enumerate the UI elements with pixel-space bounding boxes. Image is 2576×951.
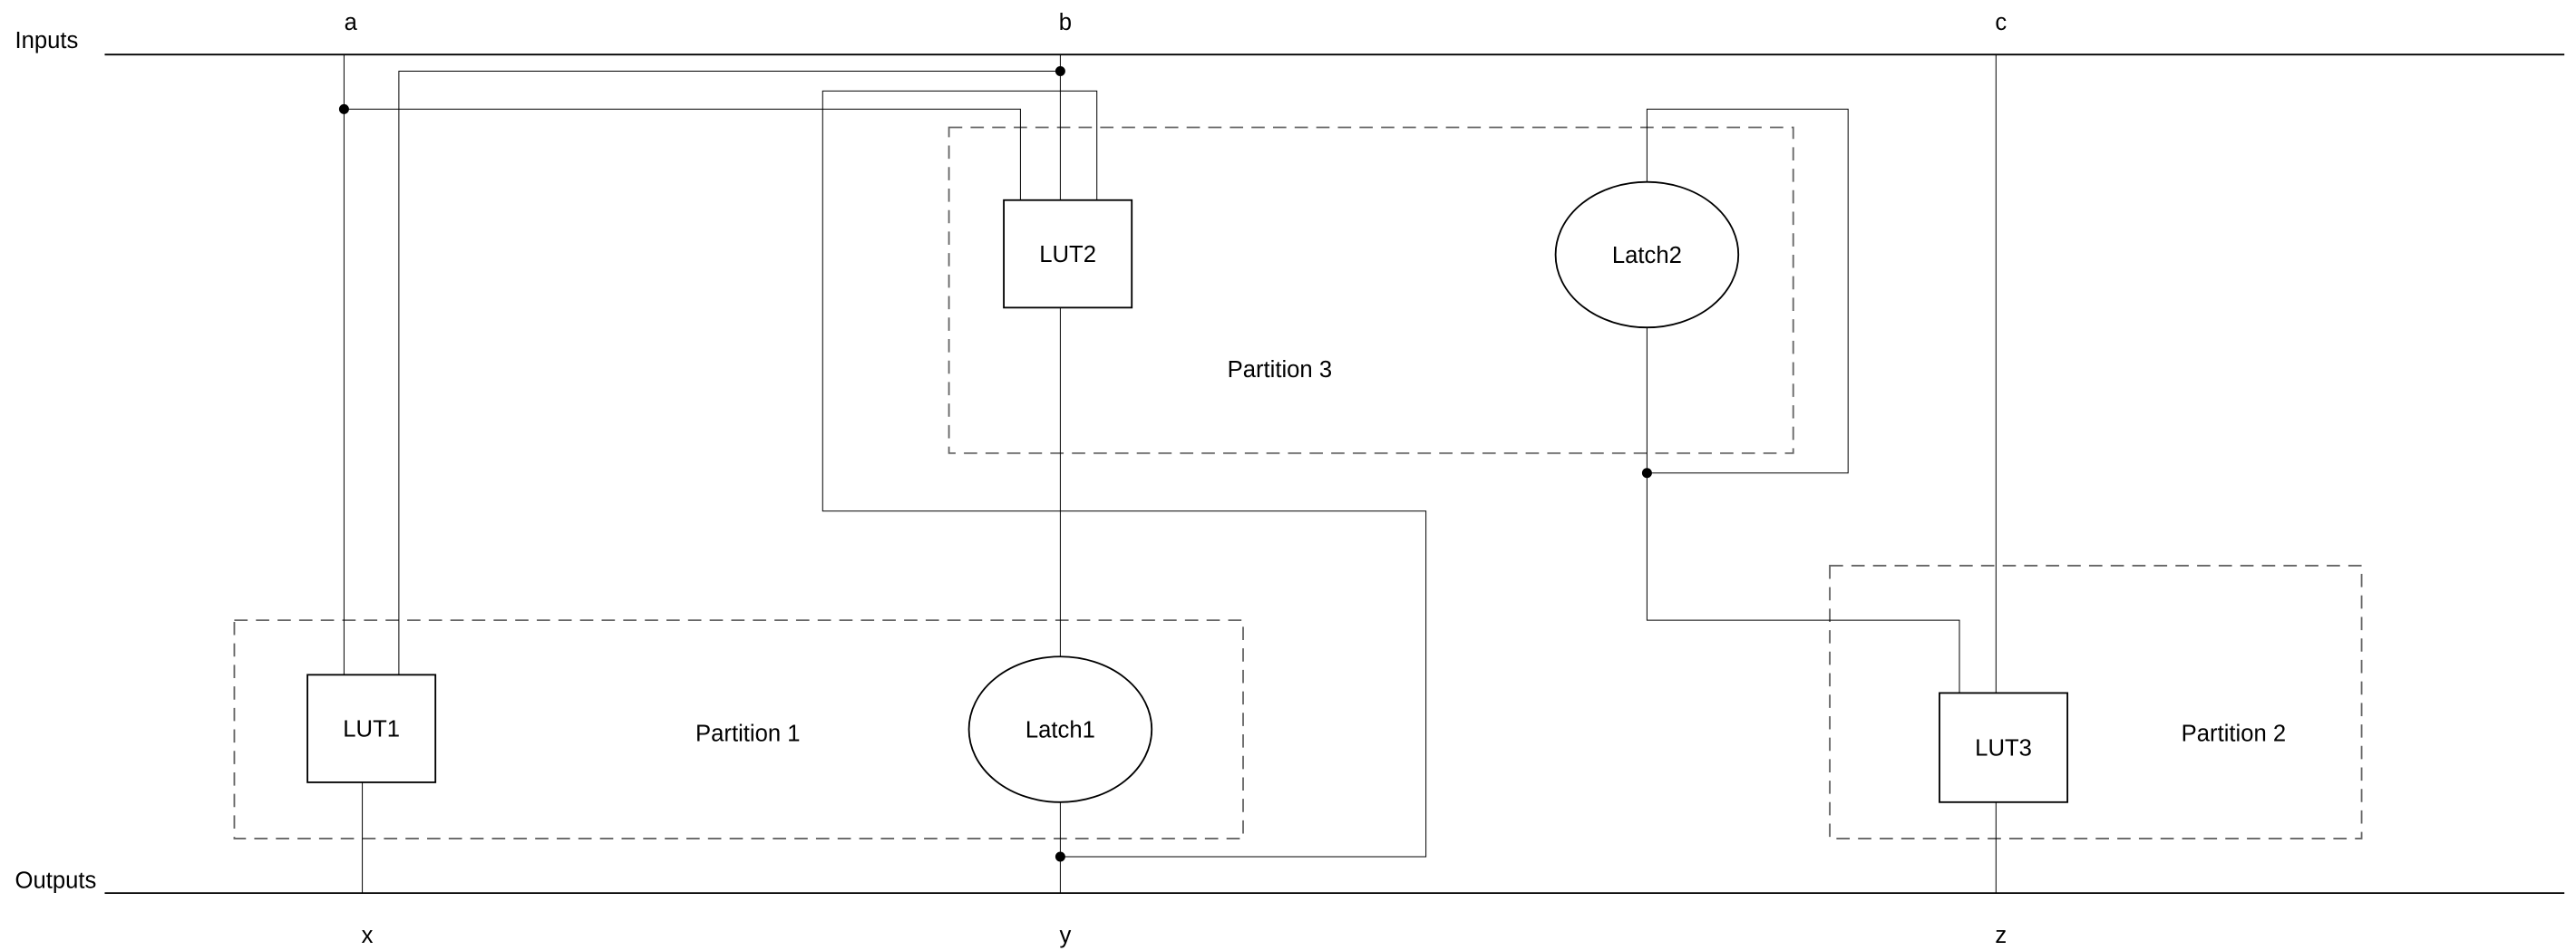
signal-x-label: x bbox=[362, 923, 374, 948]
signal-z-label: z bbox=[1995, 923, 2007, 948]
lut3-block bbox=[1939, 692, 2069, 803]
wire-b-to-lut1 bbox=[399, 71, 1060, 674]
signal-c-label: c bbox=[1995, 10, 2007, 35]
signal-b-label: b bbox=[1059, 10, 1072, 35]
partition-3-boundary bbox=[948, 126, 1794, 454]
junction-dot-latch2 bbox=[1641, 468, 1652, 479]
latch2-block bbox=[1554, 180, 1740, 329]
junction-dot-a bbox=[338, 103, 349, 114]
wire-latch1-feedback-to-lut2 bbox=[822, 91, 1425, 857]
latch1-label: Latch1 bbox=[1026, 718, 1095, 743]
outputs-label: Outputs bbox=[15, 869, 96, 894]
wire-latch2-feedback bbox=[1647, 109, 1848, 472]
wire-latch2-to-lut3 bbox=[1647, 473, 1959, 694]
partition-2-boundary bbox=[1829, 565, 2363, 839]
signal-a-label: a bbox=[345, 10, 358, 35]
latch2-label: Latch2 bbox=[1612, 243, 1682, 268]
latch1-block bbox=[967, 655, 1153, 803]
lut3-label: LUT3 bbox=[1975, 736, 2032, 762]
partition-1-boundary bbox=[233, 619, 1244, 839]
lut1-label: LUT1 bbox=[343, 717, 400, 742]
junction-dot-y bbox=[1055, 851, 1065, 862]
signal-y-label: y bbox=[1059, 923, 1071, 948]
junction-dot-b bbox=[1055, 65, 1065, 76]
lut1-block bbox=[306, 674, 437, 783]
partition-3-label: Partition 3 bbox=[1228, 357, 1333, 383]
lut2-block bbox=[1003, 199, 1133, 309]
partition-2-label: Partition 2 bbox=[2182, 721, 2287, 746]
lut2-label: LUT2 bbox=[1039, 242, 1096, 267]
partition-1-label: Partition 1 bbox=[695, 721, 801, 746]
wire-a-to-lut2 bbox=[344, 109, 1020, 199]
inputs-label: Inputs bbox=[15, 28, 78, 53]
